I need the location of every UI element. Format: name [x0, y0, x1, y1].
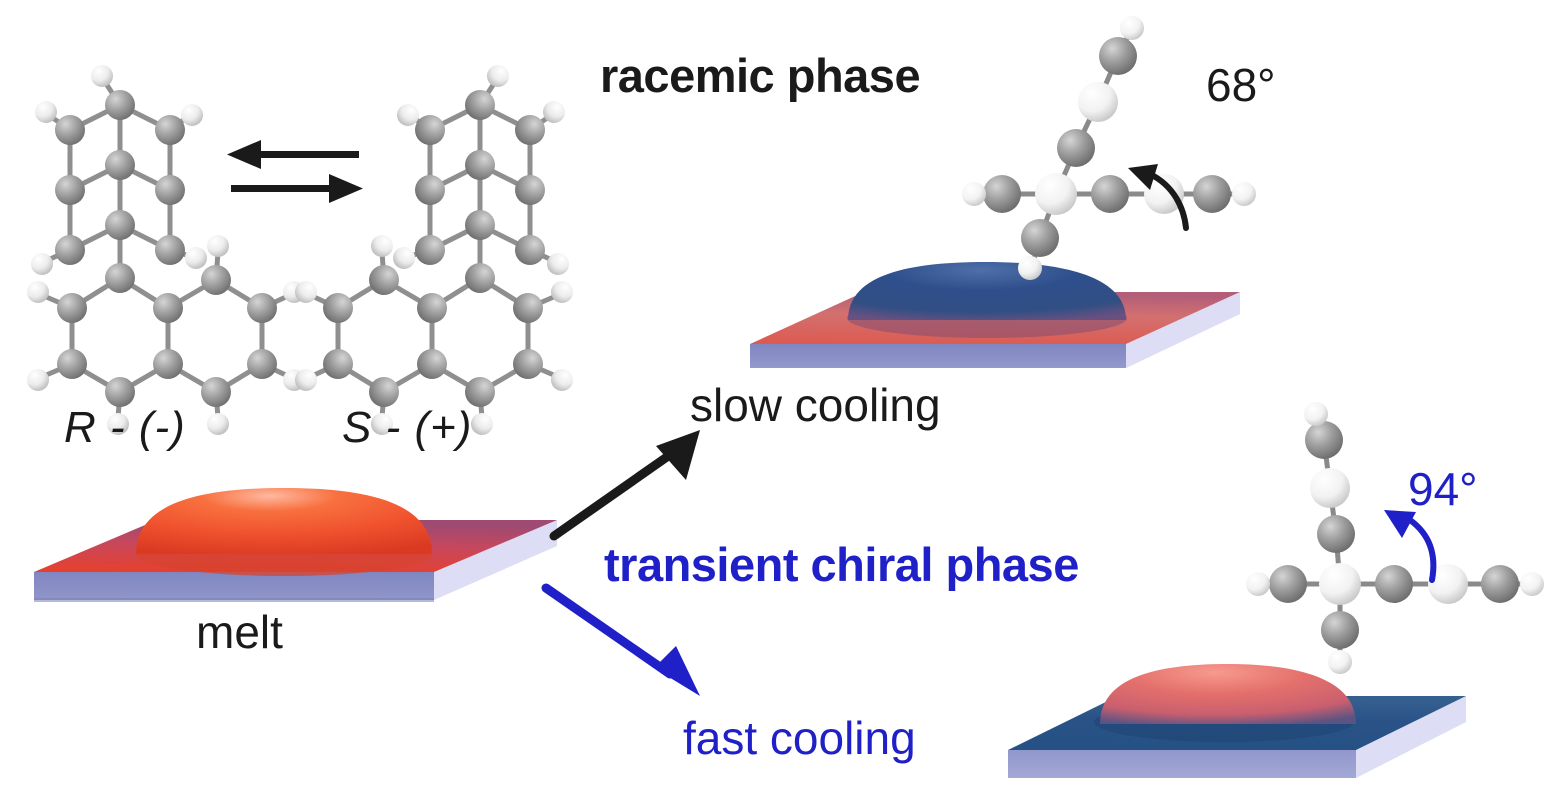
label-fast-cooling: fast cooling	[683, 712, 916, 764]
label-angle-94: 94°	[1408, 463, 1478, 515]
angle-arc-arrow-94	[1384, 510, 1437, 583]
chiral-substrate	[1008, 664, 1466, 778]
equilibrium-arrows	[227, 140, 363, 203]
equilibrium-arrow-left	[227, 140, 359, 169]
racemic-substrate	[750, 262, 1240, 368]
label-melt: melt	[196, 606, 283, 658]
equilibrium-arrow-right	[231, 174, 363, 203]
branch-arrow-fast-cooling	[541, 583, 700, 696]
angle-arc-arrow-68	[1128, 164, 1189, 231]
label-r-enantiomer: R - (-)	[64, 403, 186, 452]
label-transient-chiral-phase: transient chiral phase	[604, 538, 1079, 591]
label-angle-68: 68°	[1206, 59, 1276, 111]
molecule-axial-view-94	[1246, 402, 1544, 674]
molecule-axial-view-68	[962, 16, 1256, 280]
label-racemic-phase: racemic phase	[600, 49, 921, 102]
label-slow-cooling: slow cooling	[690, 379, 941, 431]
branch-arrow-slow-cooling	[549, 430, 700, 541]
molecule-binaphthyl-s	[295, 65, 573, 435]
label-s-enantiomer: S - (+)	[342, 403, 473, 452]
melt-substrate	[34, 488, 557, 602]
molecule-binaphthyl-r	[27, 65, 305, 435]
